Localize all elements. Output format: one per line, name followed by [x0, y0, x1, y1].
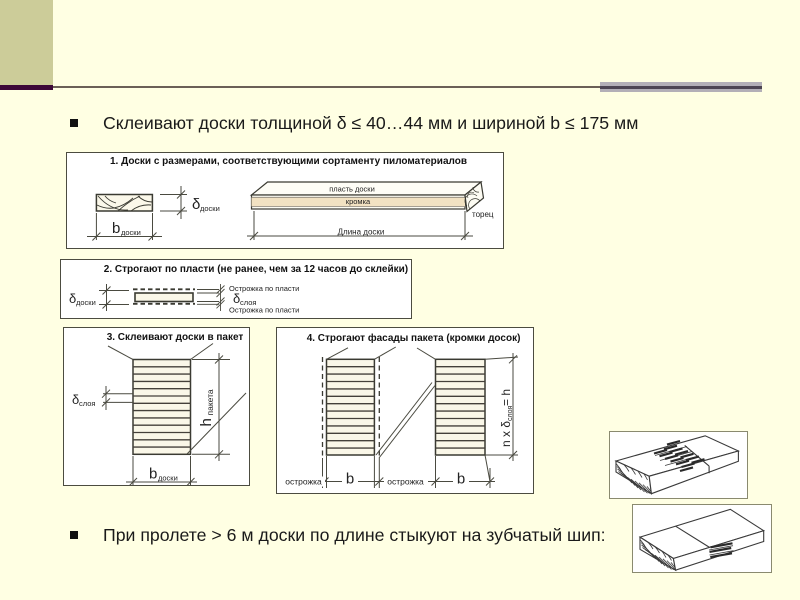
svg-text:Длина доски: Длина доски: [338, 228, 385, 237]
svg-text:слоя: слоя: [240, 298, 256, 307]
svg-text:δ: δ: [233, 291, 240, 306]
svg-text:доски: доски: [158, 474, 178, 483]
svg-text:острожка: острожка: [285, 477, 322, 487]
svg-text:n x δ: n x δ: [499, 421, 513, 447]
svg-text:Острожка по пласти: Острожка по пласти: [229, 306, 299, 315]
svg-text:пакета: пакета: [205, 389, 215, 415]
svg-text:острожка: острожка: [387, 477, 424, 487]
svg-text:δ: δ: [192, 196, 200, 213]
svg-text:b: b: [149, 466, 157, 483]
svg-text:торец: торец: [472, 210, 494, 219]
svg-text:b: b: [112, 220, 120, 237]
svg-text:пласть доски: пласть доски: [329, 185, 375, 194]
svg-text:слоя: слоя: [507, 405, 514, 421]
svg-text:b: b: [346, 471, 354, 488]
svg-text:доски: доски: [121, 228, 141, 237]
svg-text:δ: δ: [72, 392, 79, 407]
svg-text:кромка: кромка: [346, 197, 371, 206]
svg-text:h: h: [198, 418, 215, 426]
svg-text:Острожка по пласти: Острожка по пласти: [229, 284, 299, 293]
svg-text:= h: = h: [499, 389, 513, 406]
svg-text:δ: δ: [69, 291, 76, 306]
svg-text:доски: доски: [76, 298, 96, 307]
svg-text:слоя: слоя: [79, 399, 95, 408]
svg-text:доски: доски: [200, 204, 220, 213]
svg-text:b: b: [457, 471, 465, 488]
